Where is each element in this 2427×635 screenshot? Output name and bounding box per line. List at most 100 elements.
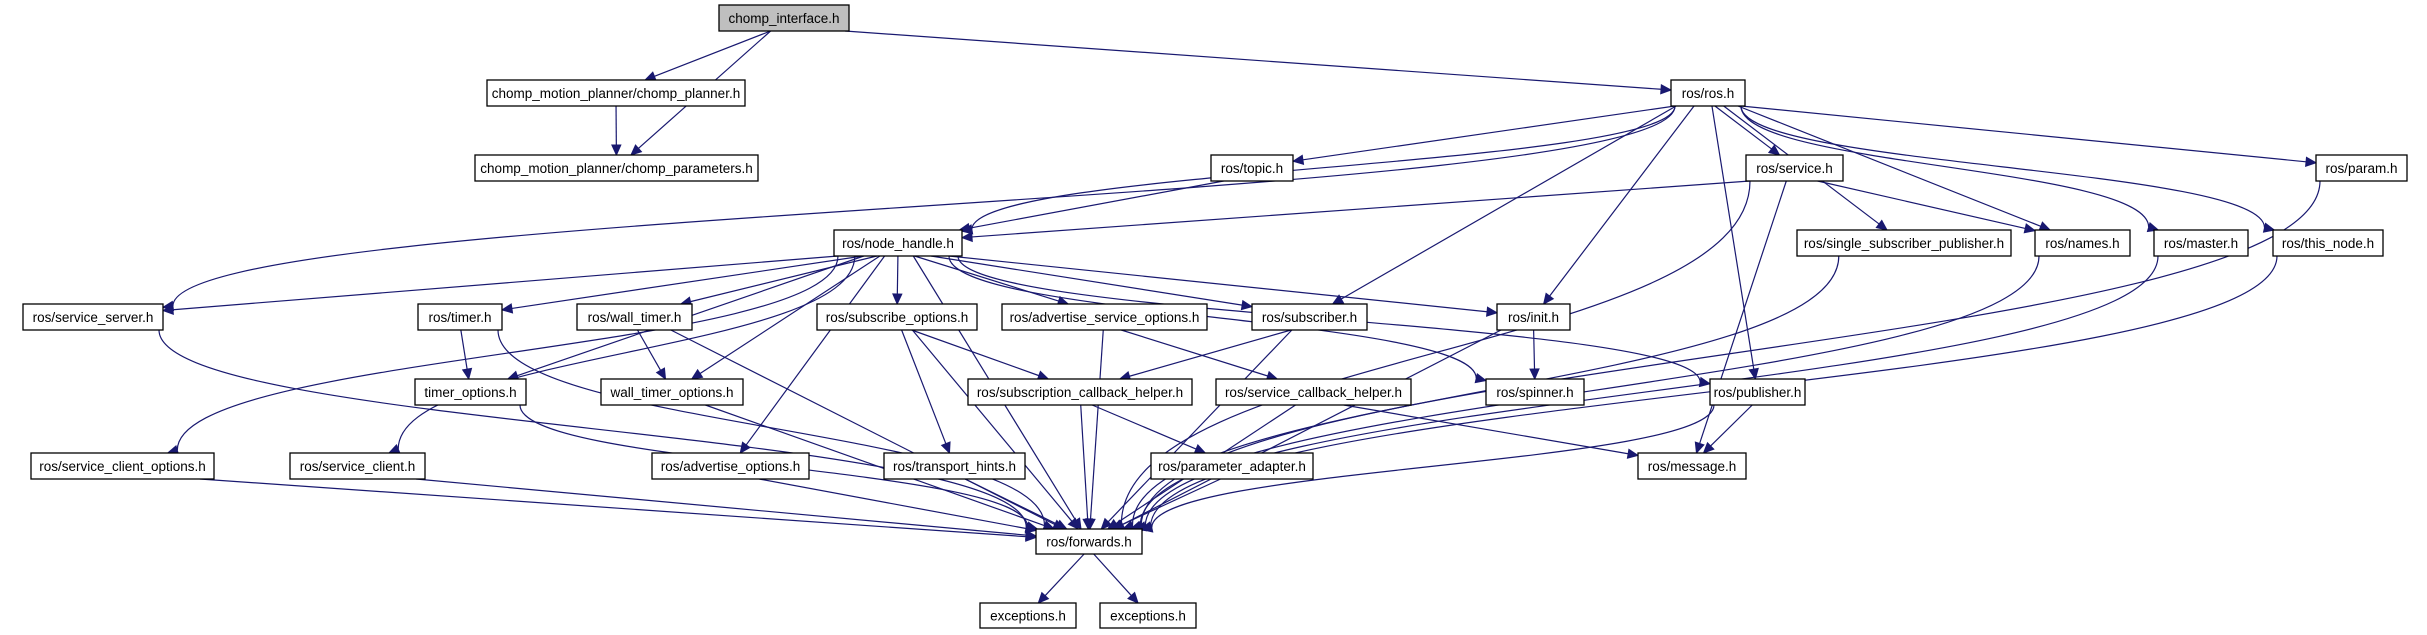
arrowhead-icon — [500, 303, 514, 314]
edge-advertise_service_options-to-forwards — [1085, 329, 1104, 531]
arrowhead-icon — [1024, 523, 1038, 534]
node-init[interactable]: ros/init.h — [1496, 303, 1571, 331]
node-label: ros/service_callback_helper.h — [1225, 385, 1402, 400]
edge-line — [1107, 329, 1293, 523]
arrowhead-icon — [2305, 156, 2318, 167]
node-box — [1099, 602, 1197, 629]
edge-service_callback_helper-to-message — [1343, 404, 1640, 459]
arrowhead-icon — [1486, 306, 1499, 317]
node-names[interactable]: ros/names.h — [2034, 229, 2131, 257]
edge-ros-to-this_node — [1740, 105, 2276, 233]
edge-line — [1089, 329, 1104, 520]
node-label: ros/timer.h — [428, 310, 491, 325]
node-label: ros/init.h — [1508, 310, 1559, 325]
node-topic[interactable]: ros/topic.h — [1210, 154, 1294, 182]
edge-service_client-to-forwards — [415, 478, 1038, 541]
node-transport-hints[interactable]: ros/transport_hints.h — [883, 452, 1026, 480]
node-service-callback-helper[interactable]: ros/service_callback_helper.h — [1215, 378, 1412, 406]
node-timer[interactable]: ros/timer.h — [417, 303, 503, 331]
node-label: ros/service_client.h — [300, 459, 416, 474]
arrowhead-icon — [940, 441, 951, 455]
node-advertise-options[interactable]: ros/advertise_options.h — [651, 452, 810, 480]
node-parameter-adapter[interactable]: ros/parameter_adapter.h — [1150, 452, 1314, 480]
arrowhead-icon — [2023, 223, 2037, 234]
node-exceptions2[interactable]: exceptions.h — [1099, 602, 1197, 629]
node-chomp-planner[interactable]: chomp_motion_planner/chomp_planner.h — [486, 79, 746, 107]
node-box — [1496, 303, 1571, 331]
node-chomp-parameters[interactable]: chomp_motion_planner/chomp_parameters.h — [474, 154, 759, 182]
node-label: ros/publisher.h — [1714, 385, 1802, 400]
node-box — [414, 378, 527, 406]
node-master[interactable]: ros/master.h — [2153, 229, 2249, 257]
arrowhead-icon — [1626, 448, 1640, 459]
node-box — [2034, 229, 2131, 257]
node-subscribe-options[interactable]: ros/subscribe_options.h — [816, 303, 978, 331]
node-label: ros/subscription_callback_helper.h — [977, 385, 1183, 400]
node-publisher[interactable]: ros/publisher.h — [1709, 378, 1806, 406]
node-param[interactable]: ros/param.h — [2315, 154, 2408, 182]
arrowhead-icon — [1291, 154, 1305, 165]
node-message[interactable]: ros/message.h — [1637, 452, 1747, 480]
node-service[interactable]: ros/service.h — [1745, 154, 1844, 182]
arrowhead-icon — [892, 293, 903, 306]
node-label: chomp_interface.h — [728, 11, 839, 26]
node-label: chomp_motion_planner/chomp_planner.h — [492, 86, 740, 101]
node-chomp-interface[interactable]: chomp_interface.h — [718, 4, 850, 32]
edge-node_handle-to-service_client — [387, 255, 856, 454]
edge-line — [1093, 553, 1132, 596]
arrowhead-icon — [1082, 518, 1093, 531]
edge-line — [1080, 404, 1089, 520]
node-label: exceptions.h — [1110, 609, 1186, 624]
edge-node_handle-to-wall_timer_options — [690, 255, 881, 380]
edge-line — [971, 180, 1751, 238]
node-label: ros/advertise_options.h — [661, 459, 801, 474]
node-forwards[interactable]: ros/forwards.h — [1035, 528, 1143, 555]
node-exceptions1[interactable]: exceptions.h — [979, 602, 1077, 629]
node-wall-timer-options[interactable]: wall_timer_options.h — [600, 378, 744, 406]
node-timer-options[interactable]: timer_options.h — [414, 378, 527, 406]
node-service-client[interactable]: ros/service_client.h — [289, 452, 426, 480]
arrowhead-icon — [1140, 522, 1154, 533]
node-wall-timer[interactable]: ros/wall_timer.h — [576, 303, 693, 331]
edge-line — [1129, 329, 1292, 377]
edge-node_handle-to-advertise_options — [739, 255, 886, 454]
node-box — [2272, 229, 2384, 257]
arrowhead-icon — [1127, 591, 1139, 604]
node-box — [816, 303, 978, 331]
node-box — [30, 452, 215, 480]
node-single-sub-pub[interactable]: ros/single_subscriber_publisher.h — [1796, 229, 2012, 257]
node-box — [576, 303, 693, 331]
node-ros[interactable]: ros/ros.h — [1670, 79, 1746, 107]
arrowhead-icon — [1694, 441, 1705, 455]
node-box — [883, 452, 1026, 480]
node-subscriber[interactable]: ros/subscriber.h — [1251, 303, 1368, 331]
edge-line — [930, 255, 1243, 306]
node-label: ros/service_client_options.h — [39, 459, 206, 474]
edge-line — [176, 255, 839, 451]
edge-advertise_options-to-forwards — [759, 478, 1038, 534]
edge-transport_hints-to-forwards — [964, 478, 1068, 530]
node-advertise-service-options[interactable]: ros/advertise_service_options.h — [1001, 303, 1208, 331]
node-service-server[interactable]: ros/service_server.h — [22, 303, 164, 331]
edge-ros-to-topic — [1291, 105, 1676, 165]
node-label: ros/message.h — [1648, 459, 1737, 474]
node-service-client-options[interactable]: ros/service_client_options.h — [30, 452, 215, 480]
edge-line — [1737, 105, 2041, 227]
arrowhead-icon — [1067, 517, 1080, 530]
edge-node_handle-to-service_client_options — [166, 255, 839, 456]
arrowhead-icon — [2038, 221, 2052, 232]
edge-chomp_interface-to-chomp_planner — [643, 30, 771, 82]
arrowhead-icon — [1193, 444, 1207, 454]
node-spinner[interactable]: ros/spinner.h — [1485, 378, 1585, 406]
edge-node_handle-to-timer — [500, 255, 864, 314]
edge-init-to-forwards — [1112, 329, 1502, 530]
node-subscription-callback-helper[interactable]: ros/subscription_callback_helper.h — [967, 378, 1193, 406]
edge-service_client_options-to-forwards — [199, 478, 1038, 542]
edge-subscription_callback_helper-to-forwards — [1080, 404, 1093, 531]
edge-line — [1091, 404, 1197, 450]
arrowhead-icon — [960, 231, 973, 243]
node-this-node[interactable]: ros/this_node.h — [2272, 229, 2384, 257]
node-node-handle[interactable]: ros/node_handle.h — [833, 229, 963, 257]
edges-layer — [158, 30, 2321, 604]
node-label: ros/topic.h — [1221, 161, 1283, 176]
